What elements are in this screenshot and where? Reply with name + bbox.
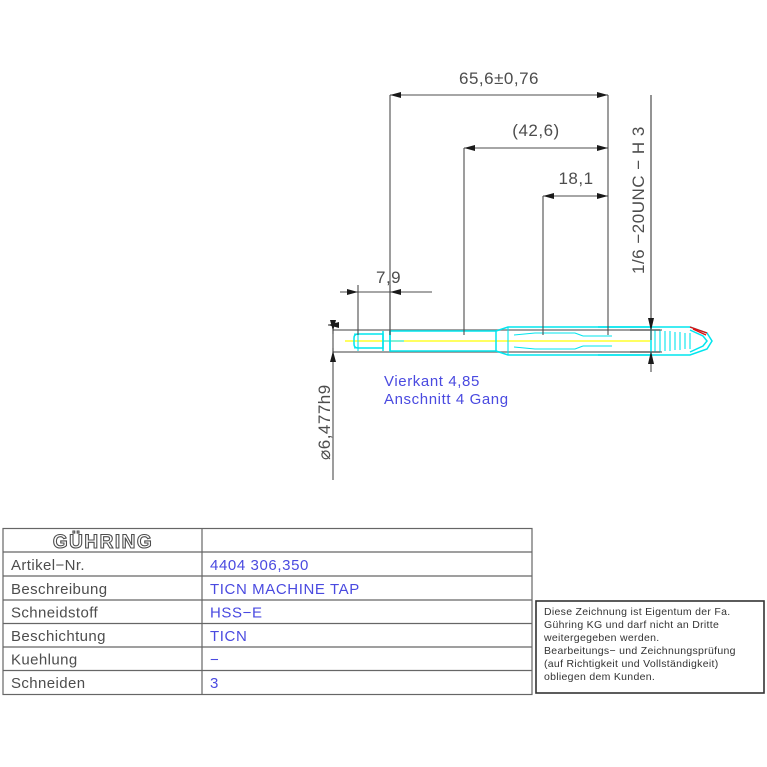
legal-line-6: obliegen dem Kunden. bbox=[544, 671, 655, 683]
guhring-logo: GÜHRING bbox=[53, 532, 153, 553]
row-value-beschreibung: TICN MACHINE TAP bbox=[210, 581, 360, 598]
dimension-thread-length: 18,1 bbox=[543, 169, 608, 199]
dimension-thread-to-shoulder: (42,6) bbox=[464, 121, 608, 151]
row-label-schneidstoff: Schneidstoff bbox=[11, 605, 99, 622]
dimension-thread-length-text: 18,1 bbox=[558, 169, 593, 188]
tool-geometry bbox=[333, 326, 713, 356]
dimension-square-length-text: 7,9 bbox=[376, 268, 401, 287]
dimension-overall-length: 65,6±0,76 bbox=[390, 69, 608, 98]
row-value-schneidstoff: HSS−E bbox=[210, 605, 263, 622]
row-label-schneiden: Schneiden bbox=[11, 675, 86, 692]
annotation-anschnitt: Anschnitt 4 Gang bbox=[384, 391, 509, 408]
legal-line-5: (auf Richtigkeit und Vollständigkeit) bbox=[544, 658, 719, 670]
tool-flutes bbox=[513, 332, 612, 350]
row-value-artikel-nr: 4404 306,350 bbox=[210, 557, 309, 574]
annotation-vierkant: Vierkant 4,85 bbox=[384, 373, 480, 390]
legal-line-4: Bearbeitungs− und Zeichnungsprüfung bbox=[544, 645, 736, 657]
row-label-beschreibung: Beschreibung bbox=[11, 581, 108, 598]
envelope-lines bbox=[333, 329, 660, 353]
row-value-beschichtung: TICN bbox=[210, 628, 247, 645]
row-value-schneiden: 3 bbox=[210, 675, 219, 692]
row-value-kuehlung: − bbox=[210, 652, 219, 669]
tool-tip bbox=[651, 326, 713, 356]
dimension-thread-spec: 1/6 −20UNC − H 3 bbox=[629, 95, 662, 372]
dimension-thread-to-shoulder-text: (42,6) bbox=[512, 121, 559, 140]
legal-line-2: Gühring KG und darf nicht an Dritte bbox=[544, 619, 719, 631]
legal-line-1: Diese Zeichnung ist Eigentum der Fa. bbox=[544, 606, 730, 618]
dimension-shank-diameter-text: ⌀6,477h9 bbox=[315, 384, 334, 460]
tool-annotations: Vierkant 4,85 Anschnitt 4 Gang bbox=[384, 373, 509, 408]
row-label-beschichtung: Beschichtung bbox=[11, 628, 106, 645]
thread-crest-lines bbox=[654, 330, 691, 352]
dimension-thread-spec-text: 1/6 −20UNC − H 3 bbox=[629, 126, 648, 274]
dimension-overall-length-text: 65,6±0,76 bbox=[459, 69, 539, 88]
legal-notice-box: Diese Zeichnung ist Eigentum der Fa. Güh… bbox=[535, 600, 765, 694]
title-block: GÜHRING Artikel−Nr. 4404 306,350 Beschre… bbox=[2, 527, 533, 696]
row-label-kuehlung: Kuehlung bbox=[11, 652, 78, 669]
extension-lines bbox=[332, 95, 652, 480]
dimension-square-length: 7,9 bbox=[340, 268, 432, 295]
row-label-artikel-nr: Artikel−Nr. bbox=[11, 557, 85, 574]
legal-line-3: weitergegeben werden. bbox=[543, 632, 659, 644]
dimension-shank-diameter: ⌀6,477h9 bbox=[315, 320, 339, 460]
